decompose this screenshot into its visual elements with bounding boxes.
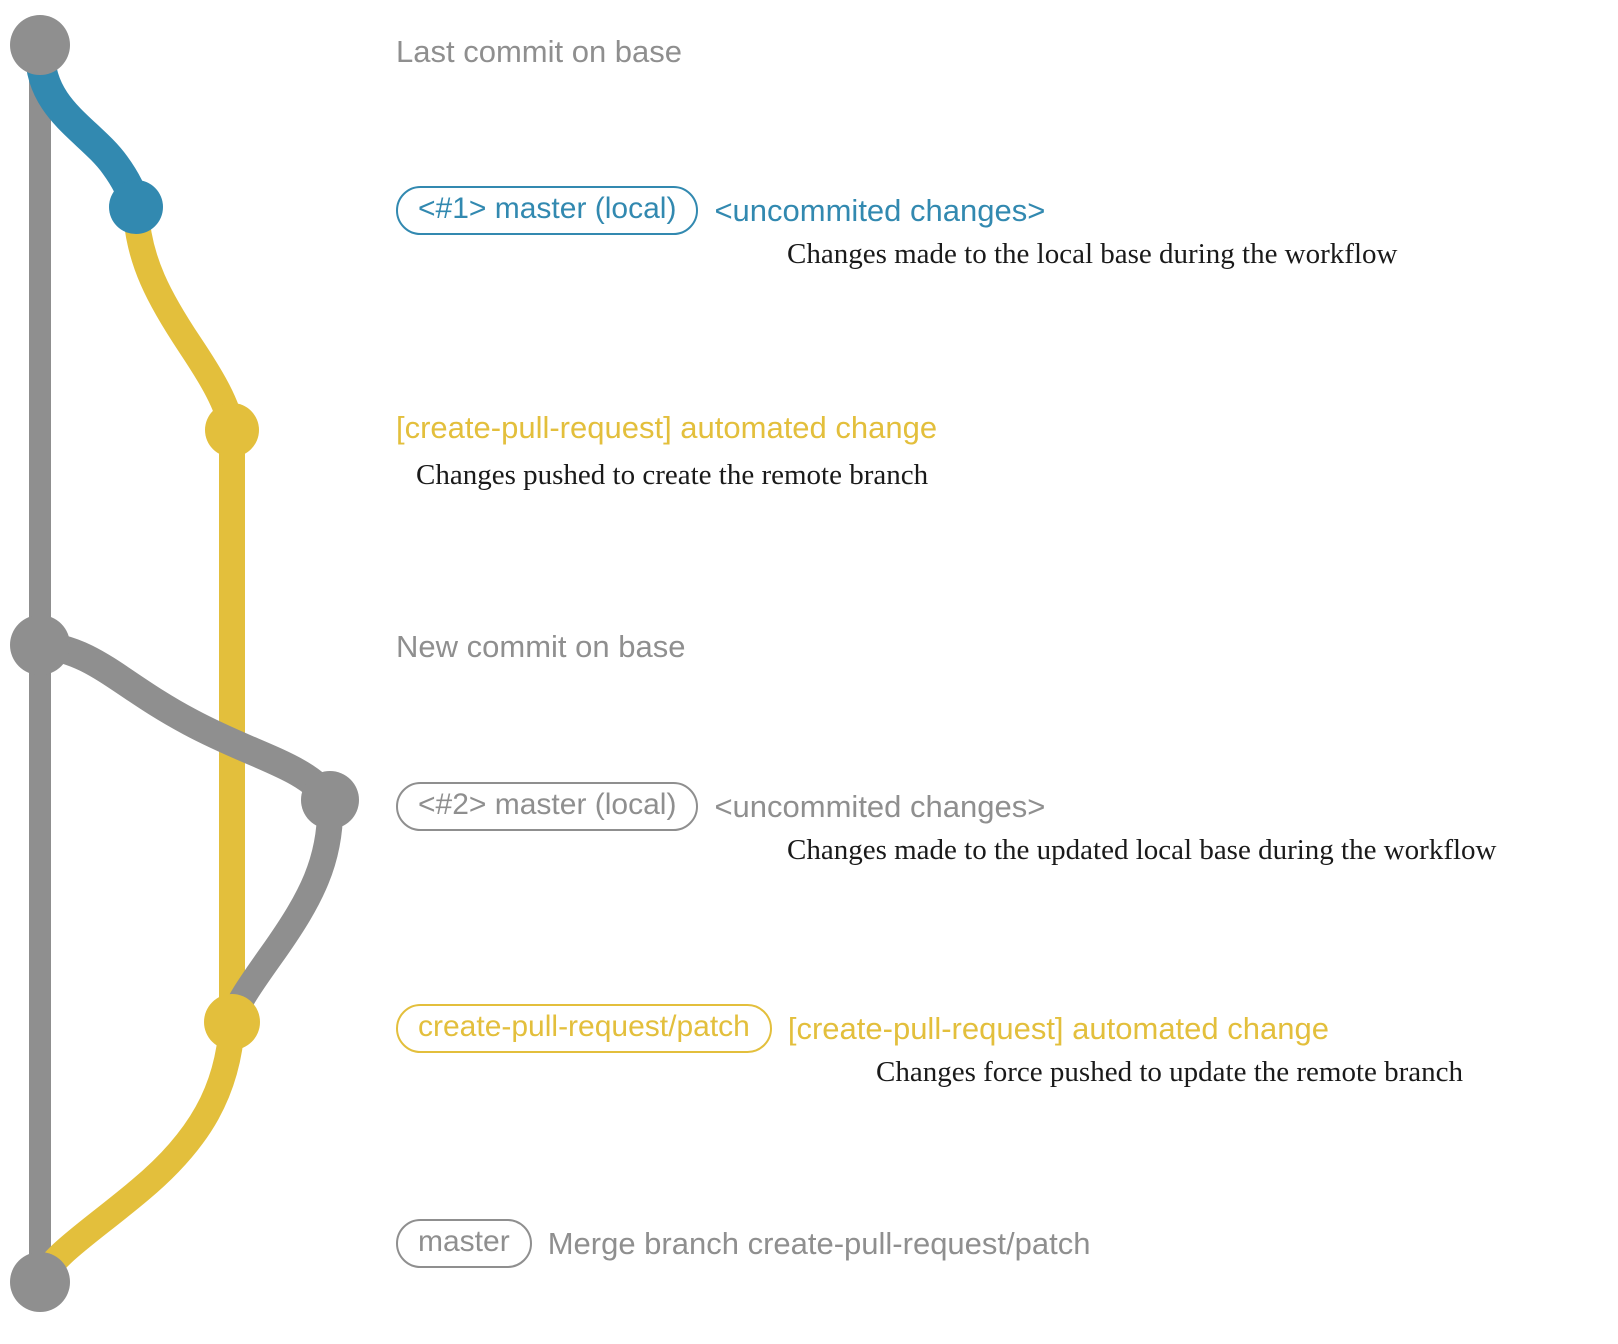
ref-badge-master-local-2[interactable]: <#2> master (local) (396, 782, 699, 831)
commit-row-automated-change-1: [create-pull-request] automated change (396, 412, 937, 443)
commit-description-local-2: Changes made to the updated local base d… (787, 834, 1497, 866)
commit-row-patch: create-pull-request/patch [create-pull-r… (396, 1004, 1329, 1053)
ref-badge-master[interactable]: master (396, 1219, 532, 1268)
commit-node-patch-1[interactable] (205, 403, 259, 457)
commit-message-local-1: <uncommited changes> (714, 193, 1046, 228)
ref-badge-master-local-1[interactable]: <#1> master (local) (396, 186, 699, 235)
commit-row-master: master Merge branch create-pull-request/… (396, 1219, 1090, 1268)
commit-node-patch-2[interactable] (204, 994, 260, 1050)
commit-node-base-last[interactable] (10, 15, 70, 75)
commit-node-base-merge[interactable] (10, 1252, 70, 1312)
commit-message-local-2: <uncommited changes> (714, 789, 1046, 824)
commit-row-new-commit: New commit on base (396, 631, 685, 662)
commit-message-new-commit: New commit on base (396, 629, 686, 664)
commit-description-patch: Changes force pushed to update the remot… (876, 1056, 1464, 1088)
commit-graph (10, 15, 359, 1312)
gray-branch-line-2 (26, 631, 344, 814)
commit-description-automated-change-1: Changes pushed to create the remote bran… (416, 459, 929, 491)
yellow-merge-line (27, 1011, 245, 1295)
commit-description-local-1: Changes made to the local base during th… (787, 238, 1398, 270)
commit-node-local-2[interactable] (301, 771, 359, 829)
commit-message-automated-change-1: [create-pull-request] automated change (396, 410, 938, 445)
commit-message-last-commit: Last commit on base (396, 34, 683, 69)
ref-badge-create-pull-request-patch[interactable]: create-pull-request/patch (396, 1004, 772, 1053)
commit-message-automated-change-2: [create-pull-request] automated change (787, 1011, 1329, 1046)
commit-row-local-1: <#1> master (local) <uncommited changes> (396, 186, 1045, 235)
commit-message-master-merge: Merge branch create-pull-request/patch (547, 1226, 1091, 1261)
commit-row-local-2: <#2> master (local) <uncommited changes> (396, 782, 1045, 831)
commit-node-base-new[interactable] (10, 615, 70, 675)
commit-node-local-1[interactable] (109, 180, 163, 234)
yellow-branch-line-1 (123, 197, 245, 443)
commit-row-last-commit: Last commit on base (396, 36, 682, 67)
